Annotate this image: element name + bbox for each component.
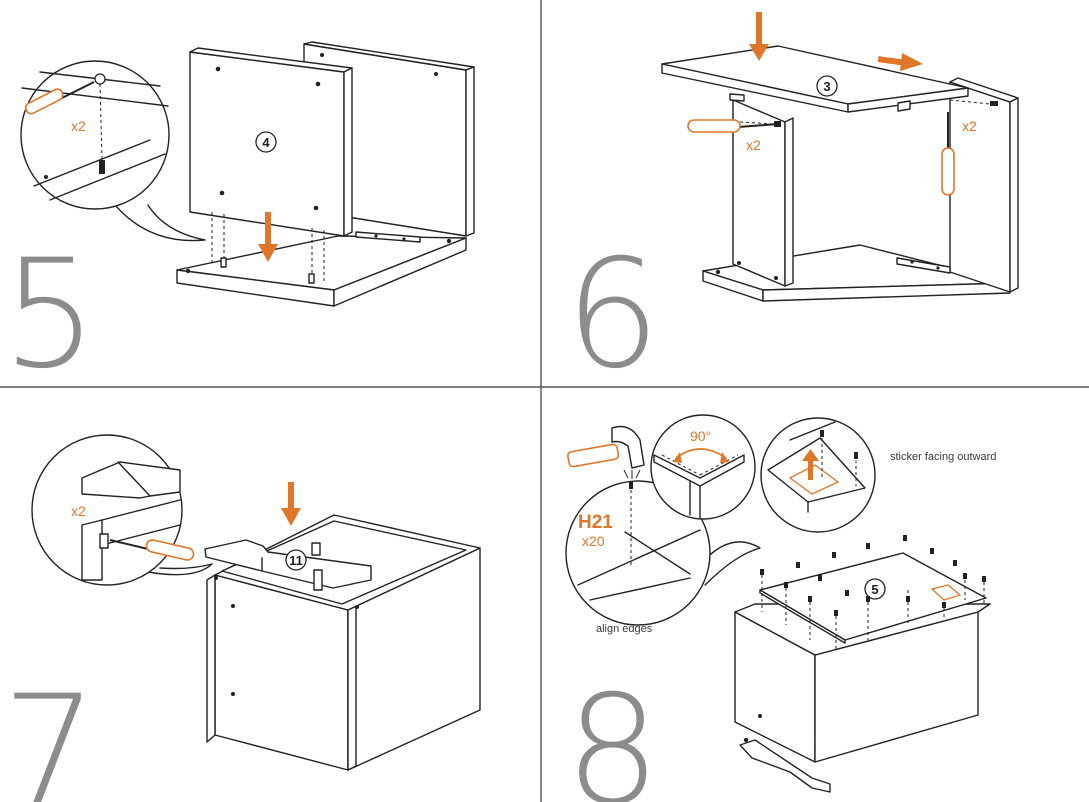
nail-code: H21 bbox=[578, 512, 613, 533]
step-5: 5 4 bbox=[2, 41, 475, 402]
step-number: 5 bbox=[2, 228, 97, 402]
part-label-circle bbox=[285, 549, 307, 571]
step-6: 6 bbox=[565, 12, 1019, 402]
detail-bubble-align: H21 x20 bbox=[565, 425, 761, 626]
detail-bubble: x2 bbox=[20, 60, 206, 242]
left-panel bbox=[732, 99, 794, 287]
back-board-5: 5 bbox=[759, 552, 987, 644]
part-label: 11 bbox=[289, 553, 303, 568]
arrow-right-icon bbox=[877, 53, 923, 71]
screwdriver-icon bbox=[109, 539, 195, 561]
screwdriver-icon bbox=[941, 112, 955, 196]
hammer-icon bbox=[566, 425, 645, 479]
cross-rail-11: 11 bbox=[204, 539, 372, 591]
part-label-circle bbox=[816, 75, 838, 97]
part-label: 5 bbox=[871, 582, 878, 597]
step-7: 7 11 bbox=[2, 434, 481, 802]
part-label-circle bbox=[255, 131, 277, 153]
part-label: 3 bbox=[823, 79, 830, 94]
arrow-down-icon bbox=[281, 482, 301, 526]
part-label-circle bbox=[864, 578, 886, 600]
screwdriver-icon bbox=[24, 81, 95, 115]
detail-bubble: x2 bbox=[31, 434, 213, 586]
quantity-label-right: x2 bbox=[962, 118, 977, 134]
quantity-label-left: x2 bbox=[746, 137, 761, 153]
dowels bbox=[211, 212, 325, 284]
arrow-down-icon bbox=[258, 212, 278, 262]
quantity-label: x2 bbox=[71, 503, 86, 519]
step-8: 8 5 bbox=[565, 414, 996, 802]
detail-bubble-angle: 90° bbox=[650, 414, 756, 520]
top-board-3: 3 bbox=[661, 45, 969, 113]
nails bbox=[760, 535, 986, 650]
right-panel bbox=[949, 77, 1019, 293]
nail-quantity: x20 bbox=[582, 533, 605, 549]
rail bbox=[896, 257, 951, 274]
quantity-label: x2 bbox=[71, 118, 86, 134]
caption-sticker: sticker facing outward bbox=[890, 451, 996, 463]
screwdriver-icon bbox=[687, 119, 779, 133]
side-panel-4: 4 bbox=[189, 47, 353, 237]
arrow-down-icon bbox=[749, 12, 769, 61]
angle-label: 90° bbox=[690, 428, 711, 444]
cabinet-box bbox=[734, 603, 991, 793]
part-label: 4 bbox=[262, 135, 270, 150]
caption-align: align edges bbox=[596, 623, 653, 635]
bottom-board bbox=[176, 235, 467, 307]
rail bbox=[355, 231, 421, 243]
step-number: 6 bbox=[565, 228, 660, 402]
arrow-up-icon bbox=[802, 449, 819, 480]
detail-bubble-sticker bbox=[760, 417, 876, 533]
step-number: 7 bbox=[2, 664, 97, 802]
step-number: 8 bbox=[565, 664, 660, 802]
